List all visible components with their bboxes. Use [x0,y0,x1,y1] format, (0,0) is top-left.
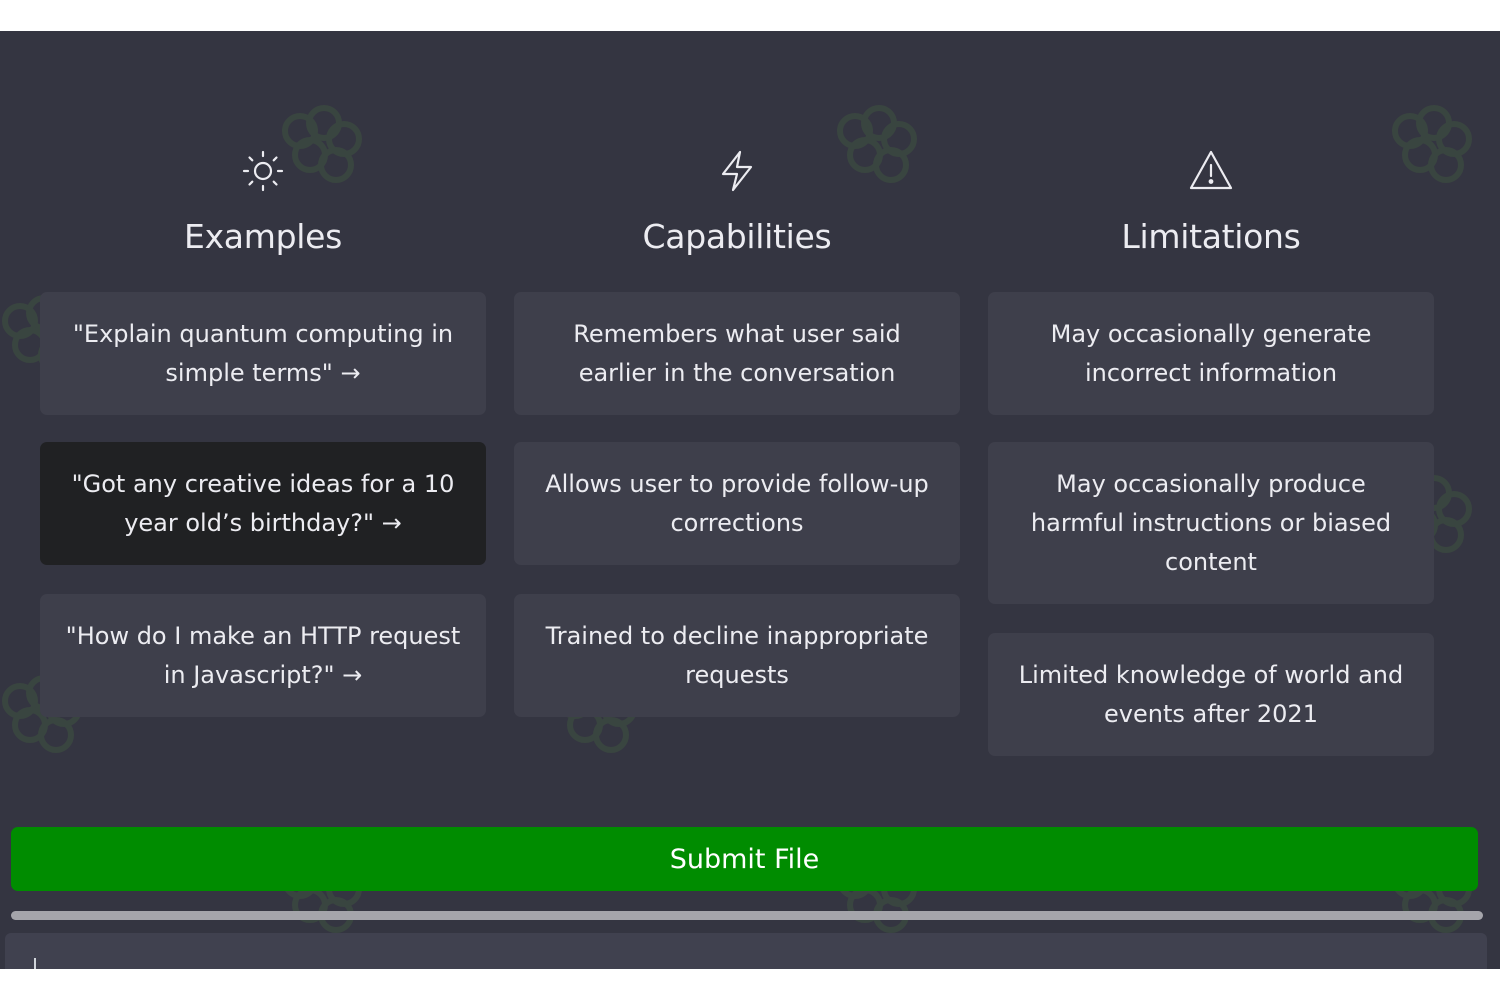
chat-welcome-screen: Examples "Explain quantum computing in s… [0,31,1500,969]
lightning-icon [514,147,960,195]
example-card-http[interactable]: "How do I make an HTTP request in Javasc… [40,594,486,717]
example-card-quantum[interactable]: "Explain quantum computing in simple ter… [40,292,486,415]
capability-card: Trained to decline inappropriate request… [514,594,960,717]
examples-heading: Examples [184,217,342,256]
limitation-card-label: May occasionally produce harmful instruc… [1030,469,1392,576]
example-card-label: "Got any creative ideas for a 10 year ol… [71,469,455,537]
submit-file-button[interactable]: Submit File [11,827,1478,891]
limitations-heading: Limitations [1121,217,1301,256]
limitation-card: Limited knowledge of world and events af… [988,633,1434,756]
limitation-card-label: May occasionally generate incorrect info… [1050,319,1372,387]
example-card-label: "How do I make an HTTP request in Javasc… [65,621,461,689]
capability-card-label: Trained to decline inappropriate request… [545,621,929,689]
example-card-label: "Explain quantum computing in simple ter… [72,319,454,387]
capability-card: Allows user to provide follow-up correct… [514,442,960,565]
example-card-birthday[interactable]: "Got any creative ideas for a 10 year ol… [40,442,486,565]
capabilities-heading: Capabilities [642,217,832,256]
limitation-card: May occasionally produce harmful instruc… [988,442,1434,604]
text-caret [34,958,36,969]
capability-card: Remembers what user said earlier in the … [514,292,960,415]
warning-icon [988,147,1434,195]
sun-icon [40,147,486,195]
capability-card-label: Allows user to provide follow-up correct… [545,469,929,537]
horizontal-scrollbar[interactable] [11,911,1483,920]
capability-card-label: Remembers what user said earlier in the … [573,319,901,387]
limitation-card: May occasionally generate incorrect info… [988,292,1434,415]
message-input[interactable] [5,933,1487,969]
limitation-card-label: Limited knowledge of world and events af… [1018,660,1404,728]
